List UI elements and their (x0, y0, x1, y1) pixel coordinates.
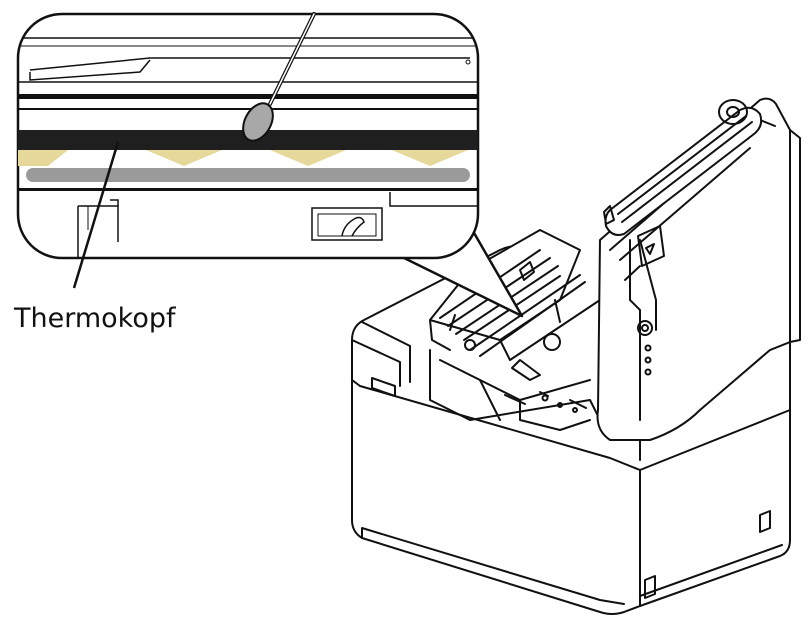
led-3 (644, 368, 652, 376)
thermal-head-label: Thermokopf (13, 303, 177, 334)
cotton-swab-icon (242, 12, 316, 142)
heating-elements (18, 150, 468, 166)
magnified-view (16, 12, 480, 260)
label-leader-line (72, 141, 120, 289)
power-button (637, 320, 653, 336)
grey-roller (26, 168, 470, 182)
led-2 (644, 356, 652, 364)
printer-base-front (351, 379, 641, 615)
led-1 (644, 344, 652, 352)
printer-base-side (639, 409, 791, 607)
printer-open-cover (596, 97, 791, 441)
